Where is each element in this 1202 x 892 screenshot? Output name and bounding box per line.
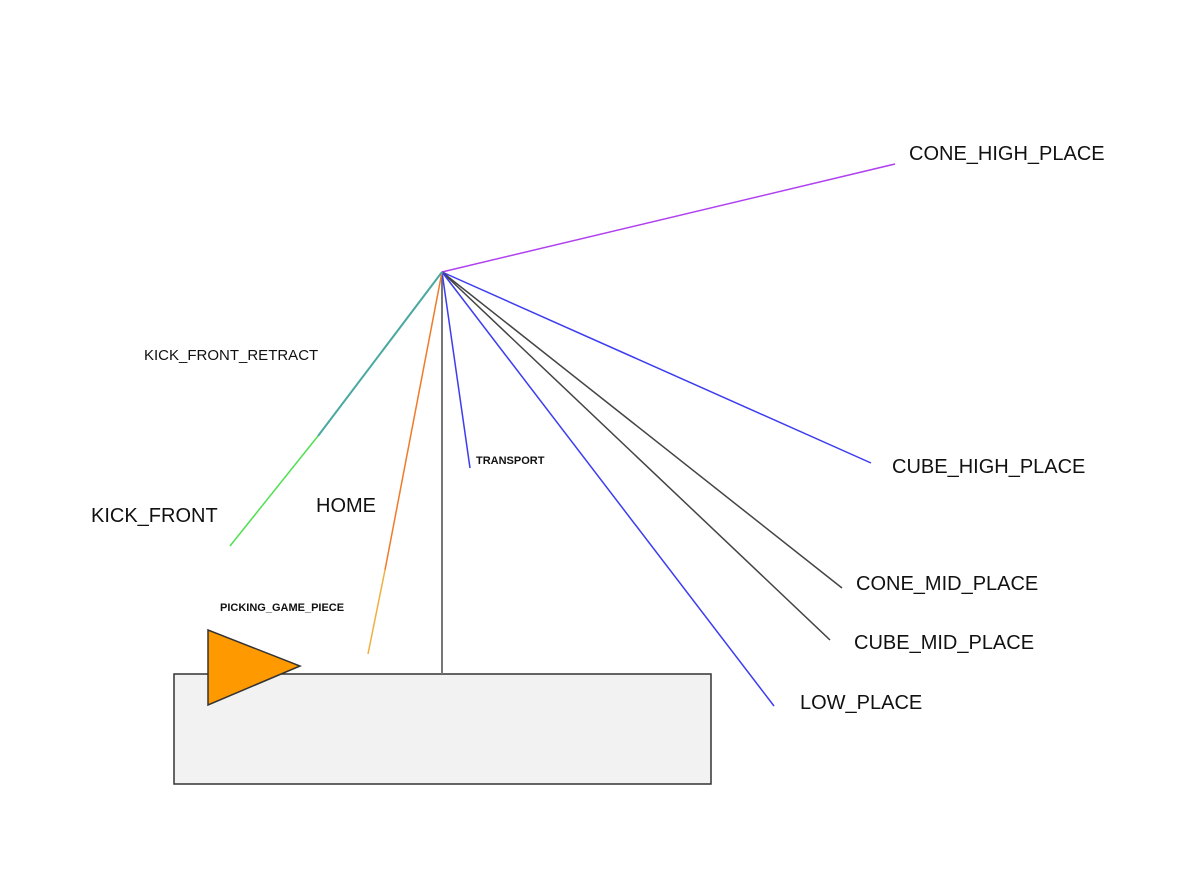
- arm-line-transport: [441, 271, 471, 469]
- label-cube-high-place: CUBE_HIGH_PLACE: [892, 456, 1085, 478]
- arm-line-kick-front-retract: [317, 271, 443, 437]
- arm-line-cube-high-place: [441, 271, 872, 464]
- arm-line-low-place: [441, 271, 775, 707]
- label-low-place: LOW_PLACE: [800, 692, 922, 714]
- arm-line-cone-mid-place: [441, 271, 843, 589]
- label-cone-mid-place: CONE_MID_PLACE: [856, 573, 1038, 595]
- label-picking-game-piece: PICKING_GAME_PIECE: [220, 602, 344, 614]
- label-cube-mid-place: CUBE_MID_PLACE: [854, 632, 1034, 654]
- arm-line-home: [384, 271, 443, 571]
- arm-line-cone-high-place: [441, 163, 896, 273]
- label-kick-front: KICK_FRONT: [91, 505, 218, 527]
- arm-line-cube-mid-place: [441, 271, 831, 641]
- intake-triangle: [207, 628, 302, 707]
- arm-line-kick-front: [229, 435, 319, 547]
- label-kick-front-retract: KICK_FRONT_RETRACT: [144, 347, 318, 364]
- label-transport: TRANSPORT: [476, 455, 545, 467]
- arm-line-picking-game-piece: [367, 569, 386, 655]
- robot-base: [173, 673, 712, 785]
- label-home: HOME: [316, 495, 376, 517]
- label-cone-high-place: CONE_HIGH_PLACE: [909, 143, 1105, 165]
